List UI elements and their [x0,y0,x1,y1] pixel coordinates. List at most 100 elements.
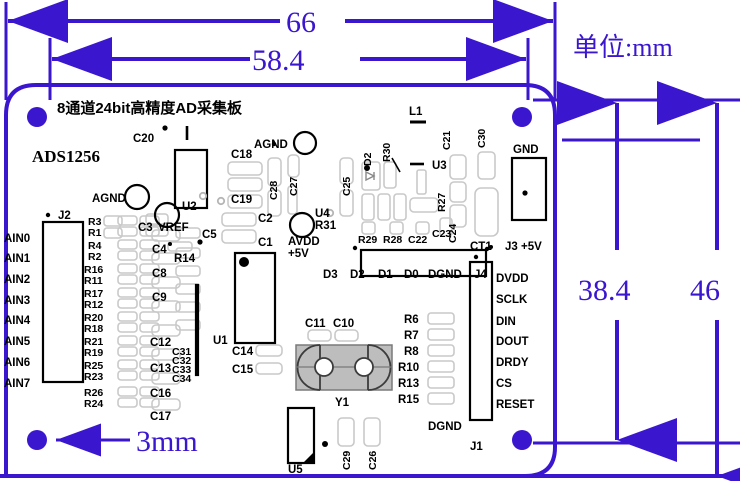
pin-label-d1: D1 [378,269,393,281]
ref-r14: R14 [174,253,196,265]
mounting-hole-top-right [512,107,532,127]
ref-c21: C21 [441,131,453,150]
ref-r18: R18 [84,323,103,335]
ref-r19: R19 [84,347,103,359]
pin-label-dvdd: DVDD [496,273,529,285]
pin-label-sclk: SCLK [496,294,528,306]
ref-c33: C33 [172,364,191,376]
ref-c28: C28 [268,181,280,200]
pin-label-ain4: AIN4 [4,315,31,327]
ref-c10: C10 [333,318,354,330]
pin-label-d3: D3 [323,269,338,281]
pin-label-ain6: AIN6 [4,357,30,369]
ref-c27: C27 [288,177,300,196]
mounting-hole-bottom-right [512,430,532,450]
ref-c14: C14 [232,346,254,358]
ref-u4: U4 [315,208,330,220]
ref-r6: R6 [404,314,419,326]
ref-r29: R29 [358,234,377,246]
net-agnd-top: AGND [254,139,288,151]
component-outlines [41,148,548,465]
j2-connector-body [41,220,85,384]
ref-j2: J2 [58,210,71,222]
ref-r24: R24 [84,398,103,410]
ref-j1: J1 [470,441,483,453]
u2-body [173,148,209,210]
ref-r16: R16 [84,264,103,276]
ref-c29: C29 [341,451,353,470]
ref-r25: R25 [84,360,103,372]
pin-label-dgnd: DGND [428,269,462,281]
dimension-38-4-label: 38.4 [578,274,631,307]
pin-label-dout: DOUT [496,336,529,348]
ref-c16: C16 [150,388,171,400]
unit-note: 单位:mm [573,33,673,62]
ref-u2: U2 [182,201,197,213]
net-agnd-left: AGND [92,193,126,205]
ref-c19: C19 [231,194,252,206]
ref-c25: C25 [341,177,353,196]
ref-c8: C8 [152,268,167,280]
ref-r27: R27 [436,193,448,212]
ref-r15: R15 [398,394,420,406]
ref-c1: C1 [258,237,273,249]
main-chip-label: ADS1256 [32,147,100,166]
hole-diameter-callout: 3mm [56,423,198,458]
ref-c4: C4 [152,244,167,256]
pin-label-d0: D0 [404,269,419,281]
pin-label-drdy: DRDY [496,357,529,369]
pin-label-reset: RESET [496,399,534,411]
ref-u5: U5 [288,464,303,476]
ref-u3: U3 [432,160,447,172]
pin-label-ain5: AIN5 [4,336,31,348]
ref-r21: R21 [84,336,103,348]
ref-r31: R31 [315,220,337,232]
ref-c24: C24 [447,224,459,243]
pin-label-ain2: AIN2 [4,274,30,286]
net-avdd-v: +5V [288,248,309,260]
ref-c31: C31 [172,346,191,358]
pin-label-din: DIN [496,316,516,328]
ref-c3: C3 [138,222,153,234]
ref-y1: Y1 [335,397,350,409]
ref-j3: J3 +5V [505,241,542,253]
ref-d2-silk: D2 [362,152,374,166]
hole-diameter-label: 3mm [136,425,198,458]
pin-label-ain7: AIN7 [4,378,30,390]
pin-label-ain0: AIN0 [4,233,30,245]
ref-c5: C5 [202,229,217,241]
ref-c12: C12 [150,337,171,349]
u5-pin1-chamfer [303,452,314,463]
r30-leader [391,157,401,173]
dimension-46-label: 46 [690,274,720,307]
ref-r13: R13 [398,378,419,390]
ref-c23: C23 [432,228,451,240]
pin-label-ain1: AIN1 [4,253,31,265]
j3-connector-body [510,156,548,222]
ref-r2: R2 [88,251,102,263]
dimension-58-4-label: 58.4 [252,44,305,77]
ref-r11: R11 [84,275,103,287]
ref-r4: R4 [88,240,102,252]
ref-c34: C34 [172,373,191,385]
net-vref: VREF [158,222,189,234]
ref-r7: R7 [404,330,419,342]
ref-r26: R26 [84,387,103,399]
mid-silk-line [194,283,200,377]
mounting-hole-bottom-left [27,430,47,450]
ref-r20: R20 [84,312,103,324]
ref-r3: R3 [88,216,102,228]
ref-r23: R23 [84,371,103,383]
ref-c26: C26 [367,451,379,470]
ref-c18: C18 [231,149,253,161]
dimension-66-label: 66 [286,6,316,39]
net-avdd: AVDD [288,236,320,248]
ref-r12: R12 [84,299,103,311]
ref-r8: R8 [404,346,419,358]
net-gnd: GND [513,144,539,156]
j1-connector-body [468,260,494,422]
u1-body [233,251,277,345]
test-points [123,130,318,239]
ref-c32: C32 [172,355,191,367]
